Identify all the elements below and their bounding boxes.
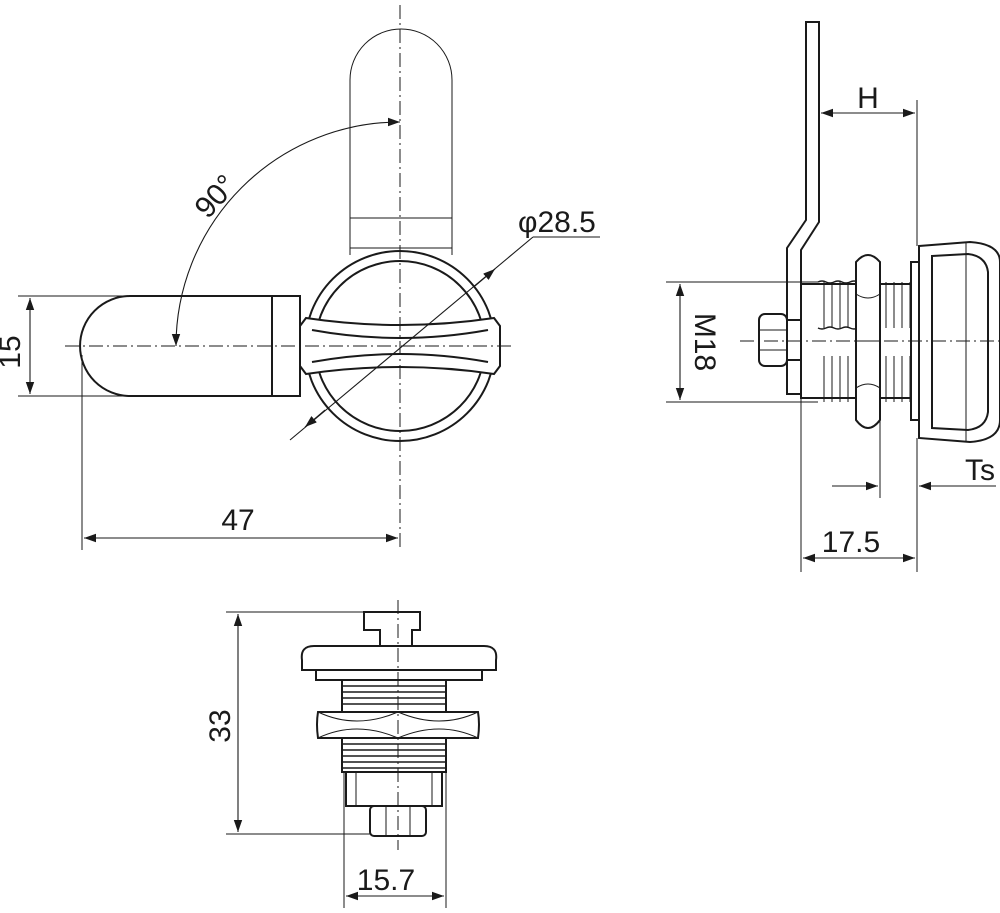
width-15-7-label: 15.7 xyxy=(357,864,415,897)
m18-label: M18 xyxy=(688,313,721,371)
angle-label: 90° xyxy=(188,169,243,225)
bottom-view: 33 15.7 xyxy=(204,600,498,908)
depth-17-5-label: 17.5 xyxy=(822,526,880,559)
ts-label: Ts xyxy=(965,454,995,487)
height-33-label: 33 xyxy=(204,709,237,742)
side-view: H M18 Ts 17.5 xyxy=(666,21,1000,572)
cam-rotated-outline xyxy=(349,28,453,255)
cap-flange xyxy=(300,645,498,671)
front-view: 90° φ28.5 15 47 xyxy=(0,5,600,550)
h-label: H xyxy=(857,82,879,115)
angle-arc xyxy=(171,117,401,347)
length-47-label: 47 xyxy=(221,504,254,537)
diameter-label: φ28.5 xyxy=(518,206,596,239)
knob-side xyxy=(918,240,1000,444)
height-15-label: 15 xyxy=(0,335,27,368)
screw-head-side xyxy=(758,313,788,367)
